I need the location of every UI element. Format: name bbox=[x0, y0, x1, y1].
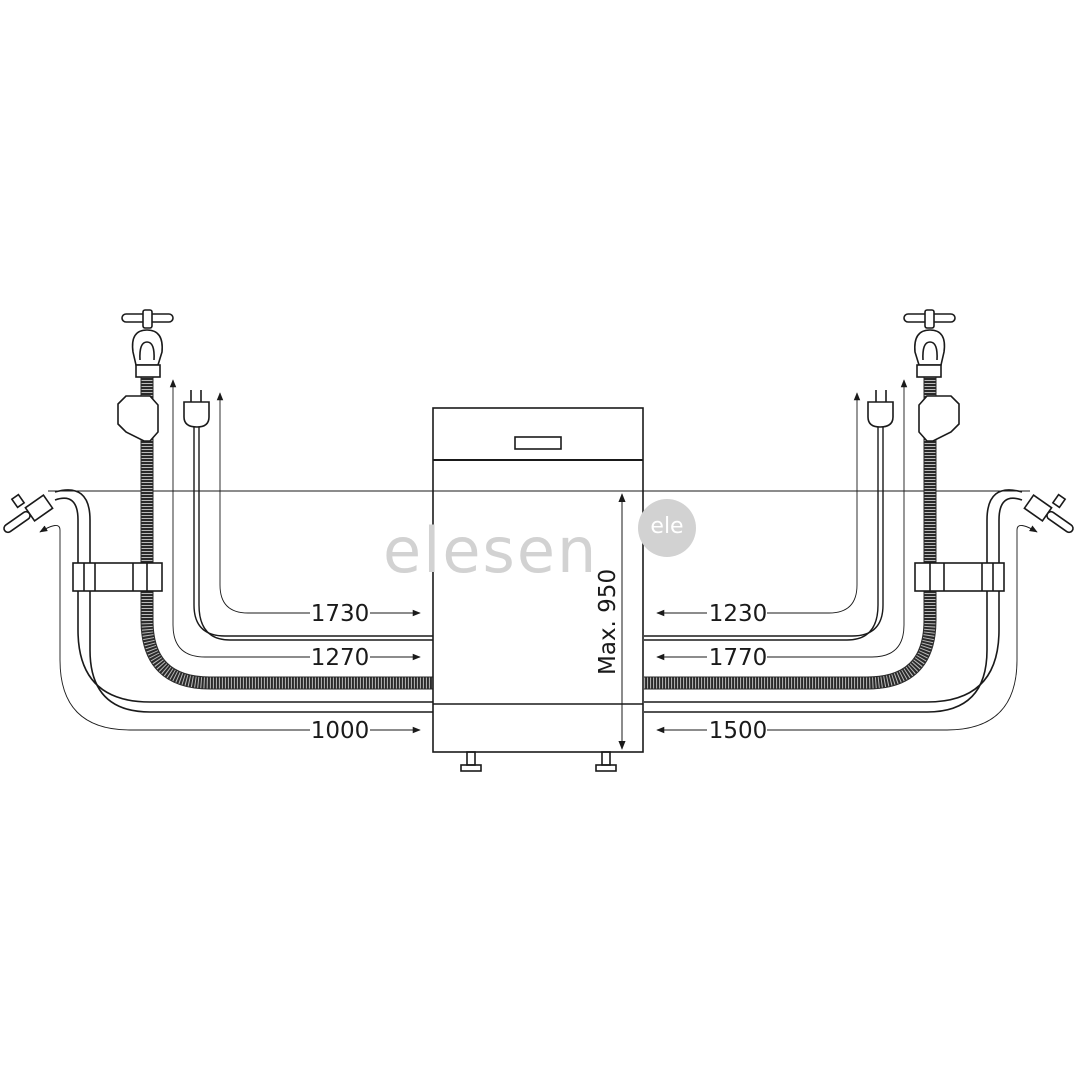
dishwasher bbox=[432, 407, 644, 772]
height-label: Max. 950 bbox=[595, 569, 621, 675]
watermark-logo bbox=[638, 499, 696, 557]
control-display bbox=[514, 436, 562, 450]
left-inlet-length: 1270 bbox=[311, 645, 370, 671]
right-drain-length: 1500 bbox=[709, 718, 768, 744]
dishwasher-foot-right bbox=[595, 751, 617, 772]
watermark-text: elesen bbox=[383, 514, 598, 587]
right-inlet-length: 1770 bbox=[709, 645, 768, 671]
watermark-logo-text: ele bbox=[650, 514, 683, 539]
left-cord-length: 1730 bbox=[311, 601, 370, 627]
left-drain-length: 1000 bbox=[311, 718, 370, 744]
right-cord-length: 1230 bbox=[709, 601, 768, 627]
dishwasher-foot-left bbox=[460, 751, 482, 772]
